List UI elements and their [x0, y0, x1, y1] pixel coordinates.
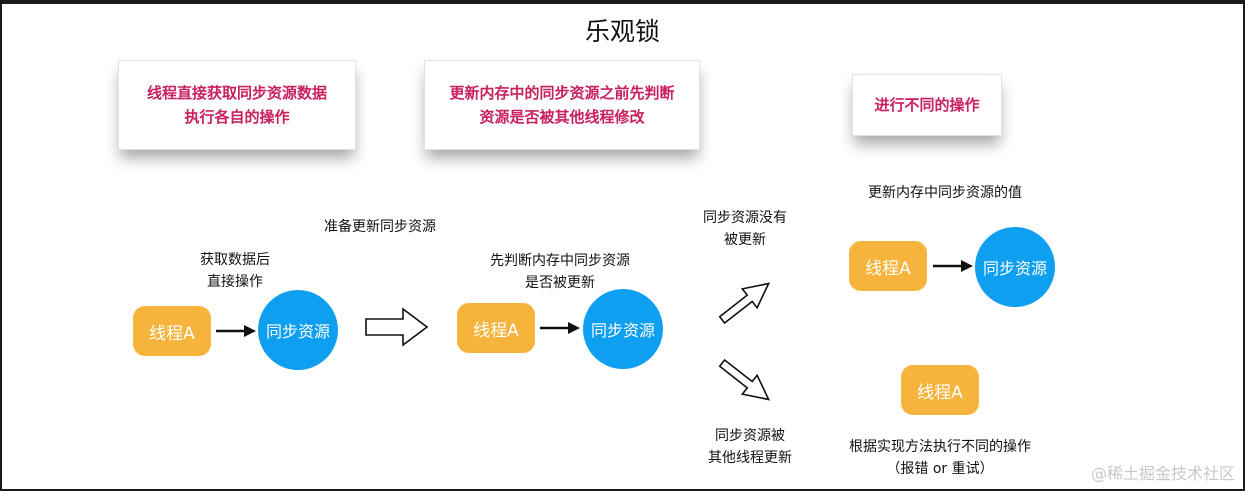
label-line: 其他线程更新	[708, 450, 792, 466]
label-line: 被更新	[724, 232, 766, 248]
watermark: @稀土掘金技术社区	[1090, 464, 1235, 483]
label-by-method: 根据实现方法执行不同的操作 （报错 or 重试）	[830, 436, 1050, 480]
note-line: 执行各自的操作	[184, 108, 290, 126]
label-line: 同步资源被	[715, 428, 785, 444]
thread-node: 线程A	[849, 241, 927, 291]
right-arrow-icon	[216, 325, 256, 337]
resource-node: 同步资源	[258, 290, 338, 370]
label-update-value: 更新内存中同步资源的值	[845, 182, 1045, 204]
label-updated-by-other: 同步资源被 其他线程更新	[690, 425, 810, 469]
hollow-up-right-arrow-icon	[718, 282, 771, 325]
right-arrow-icon	[540, 322, 580, 334]
label-line: 同步资源没有	[703, 210, 787, 226]
resource-node: 同步资源	[975, 227, 1055, 307]
thread-node: 线程A	[457, 303, 535, 353]
note-different-ops: 进行不同的操作	[852, 74, 1002, 136]
note-line: 进行不同的操作	[874, 96, 980, 114]
resource-node: 同步资源	[583, 289, 663, 369]
right-arrow-icon	[933, 260, 973, 272]
hollow-down-right-arrow-icon	[718, 358, 771, 401]
hollow-right-arrow-icon	[365, 307, 429, 347]
label-not-updated: 同步资源没有 被更新	[690, 207, 800, 251]
thread-node: 线程A	[901, 365, 979, 415]
label-line: 更新内存中同步资源的值	[868, 185, 1022, 201]
label-line: （报错 or 重试）	[886, 461, 994, 477]
label-check-updated: 先判断内存中同步资源 是否被更新	[470, 250, 650, 294]
label-direct-operate: 获取数据后 直接操作	[180, 249, 290, 293]
label-line: 先判断内存中同步资源	[490, 253, 630, 269]
label-line: 获取数据后	[200, 252, 270, 268]
note-check-before-update: 更新内存中的同步资源之前先判断 资源是否被其他线程修改	[424, 60, 700, 150]
note-line: 更新内存中的同步资源之前先判断	[449, 84, 675, 102]
note-line: 线程直接获取同步资源数据	[146, 84, 327, 102]
label-line: 根据实现方法执行不同的操作	[849, 439, 1031, 455]
note-direct-access: 线程直接获取同步资源数据 执行各自的操作	[118, 60, 356, 150]
diagram-title: 乐观锁	[584, 17, 660, 46]
label-line: 是否被更新	[525, 275, 595, 291]
label-prepare-update: 准备更新同步资源	[305, 216, 455, 238]
note-line: 资源是否被其他线程修改	[479, 108, 645, 126]
label-line: 准备更新同步资源	[324, 219, 436, 235]
label-line: 直接操作	[207, 274, 263, 290]
thread-node: 线程A	[133, 306, 211, 356]
